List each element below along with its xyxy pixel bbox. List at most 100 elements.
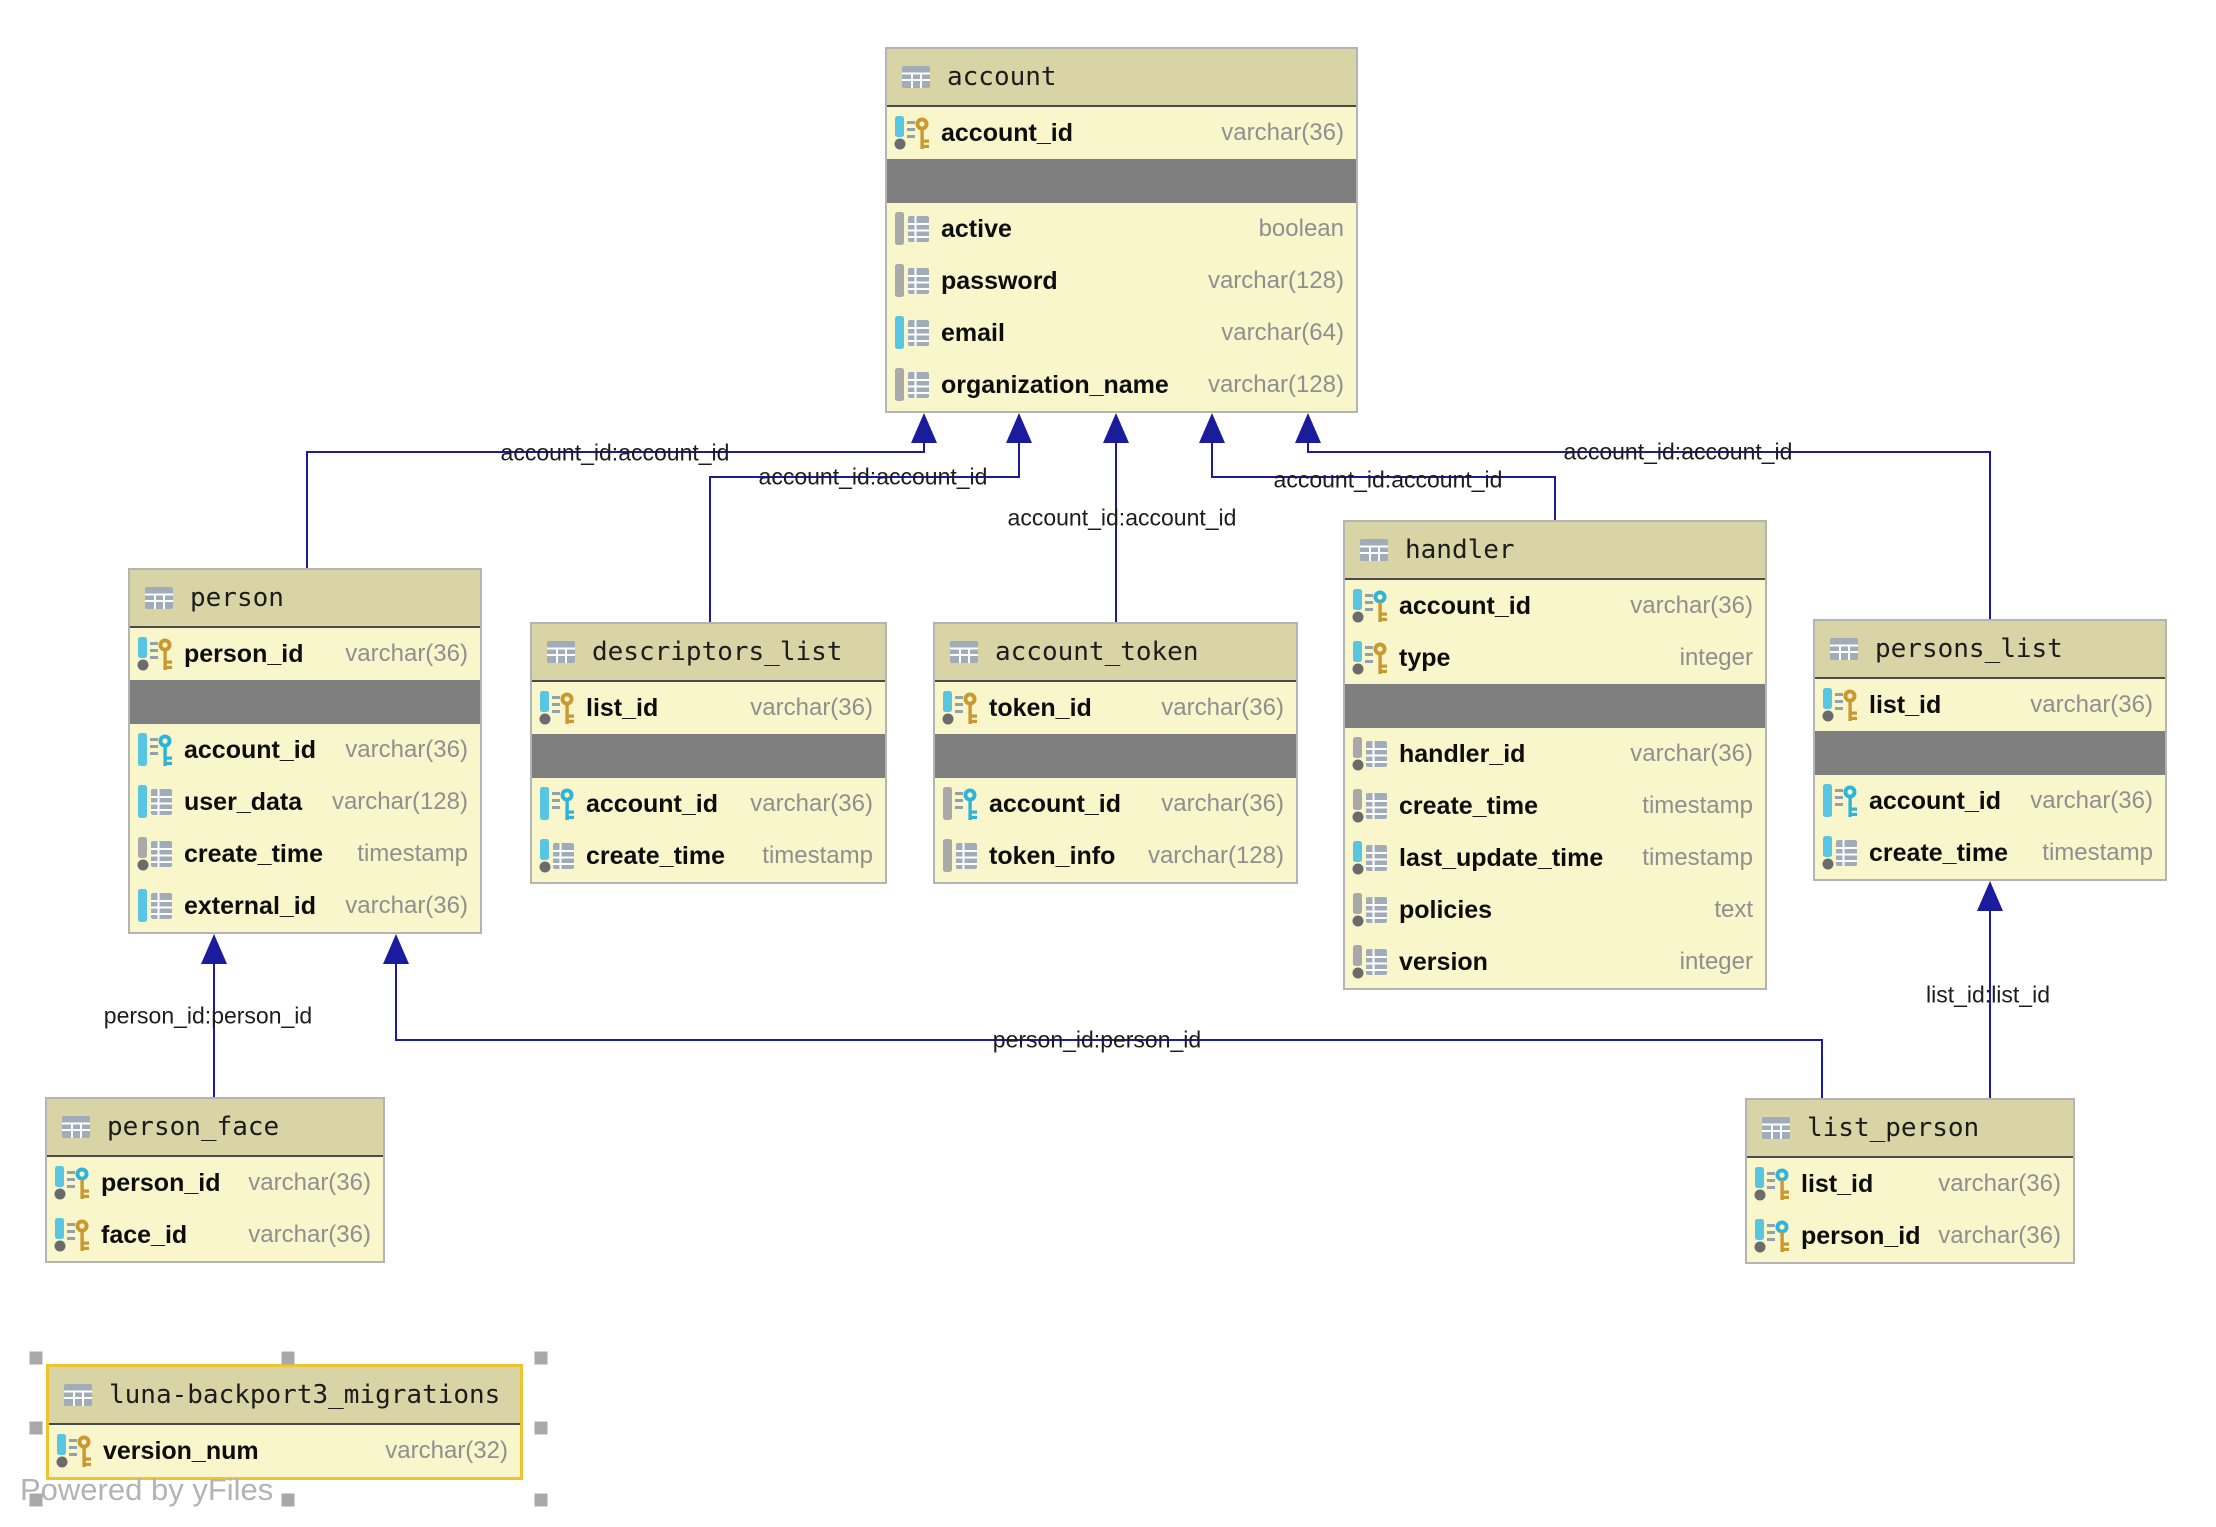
relationship-edge-list_person-to-person[interactable] (395, 962, 1823, 1098)
field-name: account_id (1869, 786, 2001, 815)
table-name: luna-backport3_migrations (109, 1380, 501, 1410)
table-icon (1830, 638, 1858, 660)
field-name: face_id (101, 1220, 188, 1249)
field-name: create_time (1399, 791, 1538, 820)
primary-key-icon (539, 691, 574, 725)
column-icon (1352, 841, 1387, 875)
table-header[interactable]: luna-backport3_migrations (49, 1367, 520, 1425)
relationship-edge-person-to-account[interactable] (306, 441, 925, 568)
field-type: varchar(128) (1207, 371, 1344, 398)
field-type: varchar(36) (1630, 740, 1753, 767)
selection-handle[interactable] (29, 1351, 43, 1365)
primary-key-icon (1352, 641, 1387, 675)
edge-label: list_id:list_id (1926, 981, 2050, 1008)
field-type: varchar(128) (331, 788, 468, 815)
field-name: account_id (989, 789, 1121, 818)
field-type: timestamp (1642, 792, 1753, 819)
field-name: external_id (184, 891, 317, 920)
selection-handle[interactable] (534, 1493, 548, 1507)
key-separator (935, 734, 1296, 778)
primary-key-icon (54, 1218, 89, 1252)
field-row-face_id: face_id varchar(36) (47, 1209, 383, 1261)
field-type: text (1714, 896, 1753, 923)
relationship-edge-handler-to-account[interactable] (1211, 441, 1556, 520)
table-header[interactable]: handler (1345, 522, 1765, 580)
field-type: varchar(36) (2030, 691, 2153, 718)
column-icon (1352, 945, 1387, 979)
table-header[interactable]: persons_list (1815, 621, 2165, 679)
edge-label: person_id:person_id (992, 1026, 1202, 1053)
field-type: varchar(36) (1161, 790, 1284, 817)
field-type: varchar(36) (248, 1221, 371, 1248)
table-name: descriptors_list (592, 637, 843, 667)
field-row-account_id: account_id varchar(36) (532, 778, 885, 830)
selection-handle[interactable] (29, 1493, 43, 1507)
foreign-key-icon (943, 787, 977, 820)
foreign-key-icon (138, 733, 172, 766)
primary-key-icon (56, 1434, 91, 1468)
field-name: token_info (989, 841, 1116, 870)
selection-handle[interactable] (534, 1421, 548, 1435)
table-header[interactable]: person_face (47, 1099, 383, 1157)
field-name: person_id (184, 639, 304, 668)
edge-label: account_id:account_id (1273, 466, 1503, 493)
field-type: varchar(36) (1938, 1170, 2061, 1197)
selection-handle[interactable] (534, 1351, 548, 1365)
edge-arrowhead (1006, 413, 1032, 443)
table-header[interactable]: account_token (935, 624, 1296, 682)
key-separator (532, 734, 885, 778)
relationship-edge-persons_list-to-account[interactable] (1307, 441, 1991, 619)
primary-foreign-key-icon (1352, 589, 1387, 623)
key-separator (1345, 684, 1765, 728)
column-icon (895, 212, 929, 245)
table-name: list_person (1807, 1113, 1980, 1143)
edge-arrowhead (1977, 881, 2003, 911)
key-separator (887, 159, 1356, 203)
column-icon (137, 837, 172, 871)
field-type: varchar(64) (1221, 319, 1344, 346)
column-icon (138, 889, 172, 922)
table-name: person (190, 583, 284, 613)
field-type: varchar(36) (750, 694, 873, 721)
field-name: email (941, 318, 1005, 347)
field-type: timestamp (2042, 839, 2153, 866)
column-icon (895, 264, 929, 297)
table-icon (62, 1116, 90, 1138)
field-type: varchar(36) (248, 1169, 371, 1196)
field-type: timestamp (357, 840, 468, 867)
selection-handle[interactable] (281, 1351, 295, 1365)
field-name: create_time (586, 841, 725, 870)
field-type: varchar(128) (1207, 267, 1344, 294)
field-type: varchar(36) (750, 790, 873, 817)
primary-key-icon (1822, 688, 1857, 722)
field-name: account_id (586, 789, 718, 818)
relationship-edge-descriptors_list-to-account[interactable] (709, 441, 1020, 622)
table-header[interactable]: list_person (1747, 1100, 2073, 1158)
primary-key-icon (894, 116, 929, 150)
table-header[interactable]: account (887, 49, 1356, 107)
selection-handle[interactable] (29, 1421, 43, 1435)
selection-handle[interactable] (281, 1493, 295, 1507)
table-header[interactable]: person (130, 570, 480, 628)
primary-foreign-key-icon (54, 1166, 89, 1200)
table-header[interactable]: descriptors_list (532, 624, 885, 682)
